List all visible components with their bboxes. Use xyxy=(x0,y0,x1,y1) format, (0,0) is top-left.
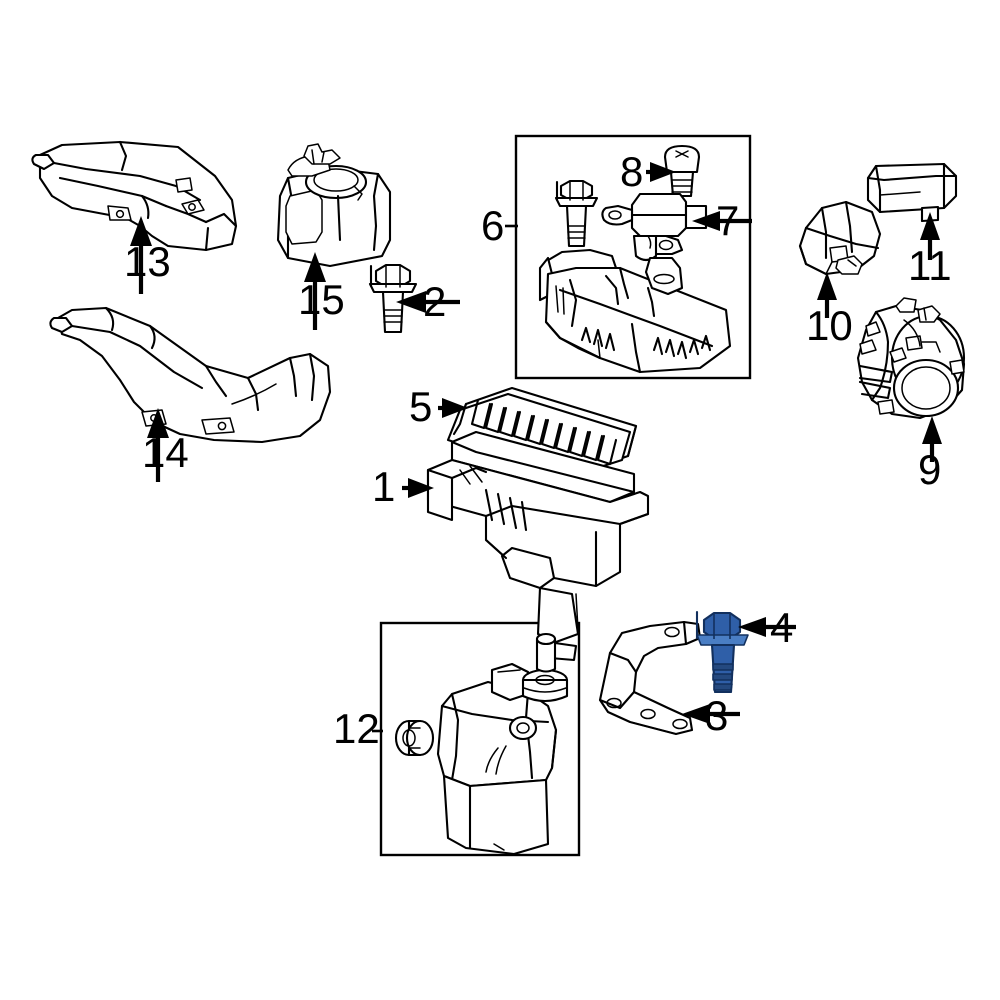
part-12-grommet-left xyxy=(394,719,435,757)
callout-label-7: 7 xyxy=(716,197,740,244)
callout-label-5: 5 xyxy=(409,383,433,430)
leader-4 xyxy=(738,617,796,637)
part-6-inner-bolt xyxy=(554,179,599,248)
callout-label-1: 1 xyxy=(372,463,396,510)
callout-label-11: 11 xyxy=(908,242,952,289)
part-12-resonator-body xyxy=(436,662,558,856)
part-4-bolt-highlighted xyxy=(695,610,749,694)
callout-label-3: 3 xyxy=(705,692,729,739)
callout-label-14: 14 xyxy=(142,429,189,476)
part-11-air-inlet-seal-plate xyxy=(866,162,958,223)
leader-7 xyxy=(692,211,752,231)
leader-14 xyxy=(147,408,169,482)
leader-10 xyxy=(817,272,837,318)
part-13-upper-air-intake-duct xyxy=(31,140,238,252)
part-3-air-cleaner-bracket xyxy=(598,620,702,736)
leader-3 xyxy=(682,704,740,724)
leader-1 xyxy=(402,478,434,498)
part-10-air-cleaner-inlet-duct xyxy=(798,200,882,276)
leader-5 xyxy=(438,398,468,418)
part-12-pin-sleeve xyxy=(535,632,557,673)
group-box-6 xyxy=(514,134,752,380)
callout-label-2: 2 xyxy=(423,278,447,325)
callout-label-9: 9 xyxy=(918,446,942,493)
callout-label-15: 15 xyxy=(298,276,345,323)
part-15-vacuum-reservoir-tank xyxy=(276,143,392,268)
part-8-screw xyxy=(663,144,701,198)
callout-label-8: 8 xyxy=(620,148,644,195)
leader-8 xyxy=(646,162,676,182)
part-7-air-flow-meter-sensor xyxy=(601,192,708,262)
leader-13 xyxy=(130,216,152,294)
part-2-bolt xyxy=(368,263,418,334)
group-box-12 xyxy=(379,621,581,857)
leader-9 xyxy=(922,416,942,462)
leader-2 xyxy=(396,291,460,313)
part-6-air-cleaner-cap xyxy=(538,248,732,374)
part-5-air-filter-element xyxy=(446,386,638,480)
part-1-air-cleaner-case-housing xyxy=(426,430,650,662)
callout-label-13: 13 xyxy=(124,238,171,285)
leader-15 xyxy=(304,252,326,330)
part-12-grommet-right xyxy=(521,668,569,703)
callout-label-10: 10 xyxy=(806,302,853,349)
callout-label-6: 6 xyxy=(481,202,505,249)
callout-label-12: 12 xyxy=(333,705,380,752)
part-14-lower-air-intake-duct xyxy=(49,306,332,444)
leader-11 xyxy=(920,212,940,260)
callout-label-4: 4 xyxy=(770,604,794,651)
part-9-air-intake-surge-tank xyxy=(856,297,966,420)
